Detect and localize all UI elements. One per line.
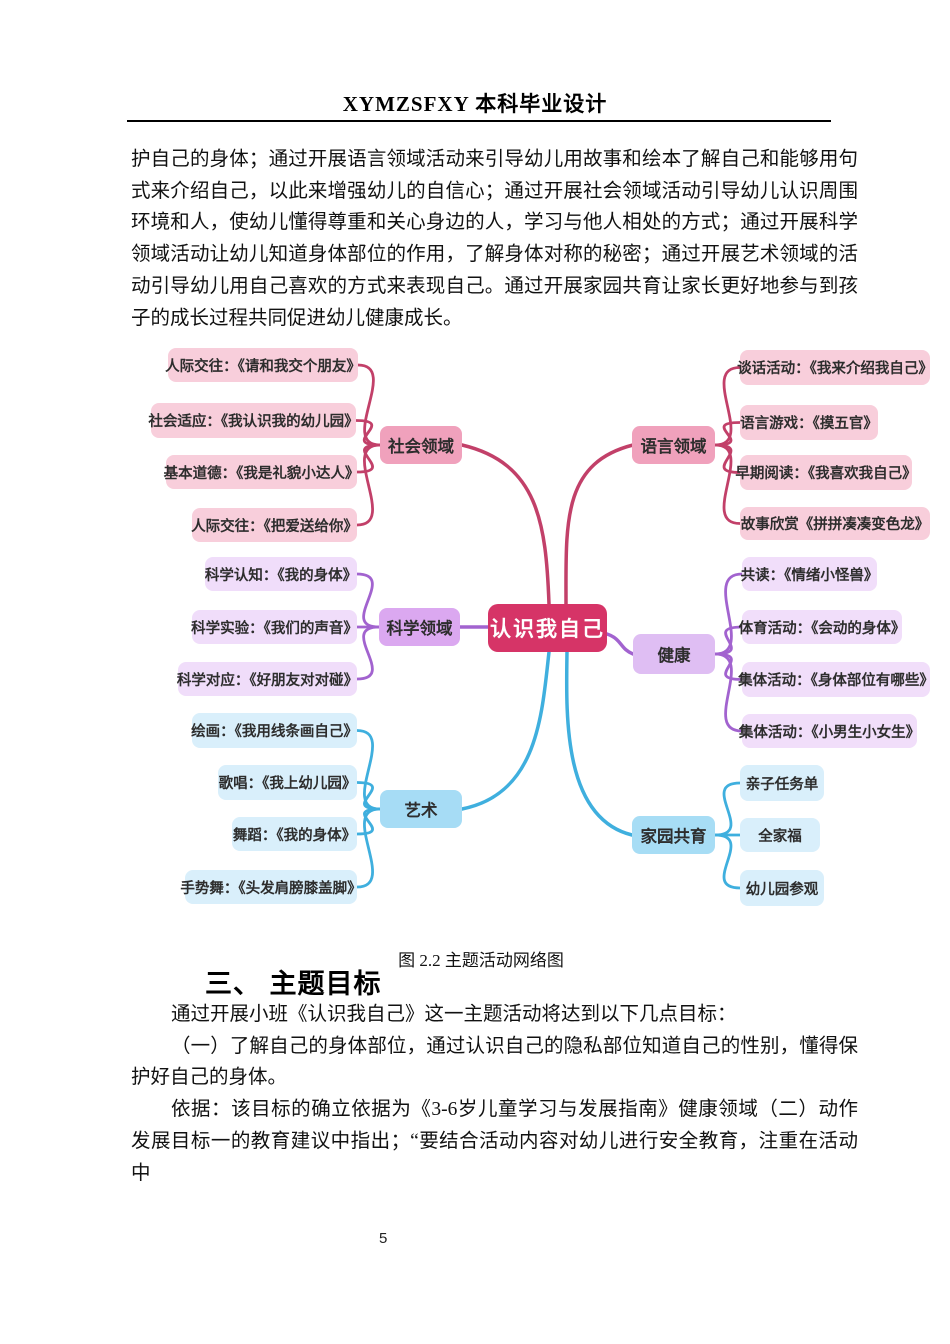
- header-divider: [127, 120, 831, 122]
- mindmap-leaf-science-2: 科学对应：《好朋友对对碰》: [177, 662, 358, 696]
- mindmap-leaf-family-2: 幼儿园参观: [740, 870, 824, 906]
- connector-social-child-0: [356, 363, 382, 447]
- connector-art-child-0: [355, 729, 382, 811]
- mindmap-leaf-art-2: 舞蹈：《我的身体》: [232, 817, 357, 851]
- connector-social-child-2: [355, 443, 382, 474]
- connector-center-social: [460, 443, 551, 606]
- mindmap-branch-science: 科学领域: [379, 608, 460, 646]
- mindmap-leaf-health-1: 体育活动：《会动的身体》: [739, 610, 905, 644]
- connector-science-child-0: [355, 572, 381, 629]
- mindmap-branch-social: 社会领域: [380, 426, 462, 464]
- mindmap-leaf-social-1: 社会适应：《我认识我的幼儿园》: [148, 403, 359, 438]
- paragraph-goal-basis: 依据：该目标的确立依据为《3-6岁儿童学习与发展指南》健康领域（二）动作发展目标…: [131, 1099, 858, 1184]
- connector-art-child-3: [355, 807, 382, 889]
- connector-social-child-3: [355, 443, 382, 527]
- mindmap-branch-family: 家园共育: [632, 816, 715, 854]
- mindmap-leaf-science-0: 科学认知：《我的身体》: [205, 557, 357, 591]
- intro-paragraph: 护自己的身体；通过开展语言领域活动来引导幼儿用故事和绘本了解自己和能够用句式来介…: [131, 149, 858, 329]
- connector-language-child-3: [713, 443, 742, 525]
- mindmap-leaf-art-1: 歌唱：《我上幼儿园》: [218, 765, 357, 800]
- mindmap-branch-language: 语言领域: [632, 426, 715, 464]
- mindmap-leaf-health-0: 共读：《情绪小怪兽》: [741, 557, 878, 591]
- connector-center-language: [564, 443, 635, 606]
- mindmap-leaf-social-3: 人际交往：《把爱送给你》: [191, 508, 358, 542]
- section-heading: 三、 主题目标: [205, 969, 382, 999]
- mindmap-leaf-social-0: 人际交往：《请和我交个朋友》: [165, 348, 361, 382]
- mindmap-branch-health: 健康: [633, 634, 715, 674]
- mindmap-leaf-health-3: 集体活动：《小男生小女生》: [739, 714, 920, 748]
- paragraph-goal-intro: 通过开展小班《认识我自己》这一主题活动将达到以下几点目标：: [171, 1004, 737, 1025]
- connector-science-child-2: [355, 625, 381, 681]
- connector-center-health: [605, 632, 635, 656]
- mindmap-leaf-science-1: 科学实验：《我们的声音》: [191, 610, 358, 644]
- mindmap-leaf-language-0: 谈话活动：《我来介绍我自己》: [737, 350, 933, 385]
- page-number: 5: [379, 1230, 388, 1247]
- connector-family-child-0: [713, 781, 742, 837]
- figure-caption: 图 2.2 主题活动网络图: [398, 951, 564, 970]
- mindmap-leaf-art-0: 绘画：《我用线条画自己》: [191, 713, 358, 748]
- mindmap-branch-art: 艺术: [380, 790, 462, 828]
- connector-social-child-1: [354, 419, 382, 447]
- mindmap-leaf-family-0: 亲子任务单: [740, 765, 824, 801]
- section-body: 通过开展小班《认识我自己》这一主题活动将达到以下几点目标： （一）了解自己的身体…: [131, 999, 858, 1189]
- mindmap-leaf-language-2: 早期阅读：《我喜欢我自己》: [735, 455, 917, 490]
- mindmap-leaf-art-3: 手势舞：《头发肩膀膝盖脚》: [180, 870, 362, 904]
- connector-language-child-0: [713, 366, 742, 447]
- mindmap-leaf-health-2: 集体活动：《身体部位有哪些》: [738, 662, 934, 697]
- connector-art-child-1: [355, 781, 382, 811]
- connector-health-child-0: [713, 572, 744, 656]
- mindmap-center-node: 认识我自己: [488, 604, 607, 652]
- page-header-title: XYMZSFXY 本科毕业设计: [342, 92, 608, 116]
- mindmap-leaf-language-3: 故事欣赏《拼拼凑凑变色龙》: [740, 507, 930, 540]
- paragraph-goal-one: （一）了解自己的身体部位，通过认识自己的隐私部位知道自己的性别，懂得保护好自己的…: [131, 1035, 858, 1089]
- connector-family-child-2: [713, 833, 742, 890]
- connector-language-child-1: [713, 421, 742, 447]
- connector-art-child-2: [355, 807, 382, 836]
- connector-health-child-3: [713, 652, 744, 733]
- mindmap-leaf-language-1: 语言游戏：《摸五官》: [740, 405, 878, 440]
- mindmap-leaf-social-2: 基本道德：《我是礼貌小达人》: [164, 455, 359, 489]
- connector-center-family: [564, 650, 634, 837]
- mindmap-leaf-family-1: 全家福: [740, 818, 820, 852]
- connector-center-art: [460, 650, 551, 811]
